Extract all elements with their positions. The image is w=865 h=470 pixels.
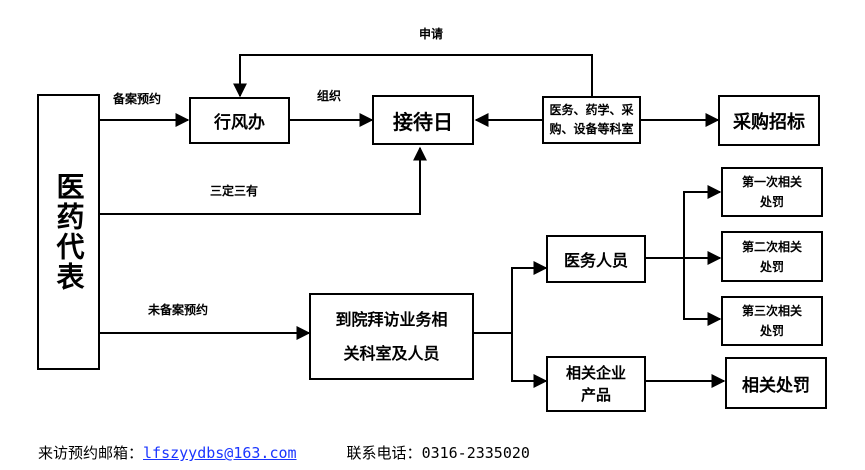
node-second-line2: 处罚 [759,259,784,274]
email-link[interactable]: lfszyydbs@163.com [143,444,297,462]
contact-footer: 来访预约邮箱：lfszyydbs@163.com 联系电话：0316-233502… [38,442,530,463]
node-depts: 医务、药学、采 购、设备等科室 [542,96,641,144]
node-first-penalty: 第一次相关 处罚 [721,167,823,217]
node-depts-line2: 购、设备等科室 [549,122,634,136]
node-yiwu: 医务人员 [546,235,646,283]
node-second-penalty: 第二次相关 处罚 [721,231,823,282]
node-product-line2: 产品 [580,386,611,404]
node-jiedai: 接待日 [372,95,474,145]
node-depts-line1: 医务、药学、采 [549,103,634,117]
node-third-line2: 处罚 [759,324,784,338]
node-product-line1: 相关企业 [565,364,626,382]
phone-label: 联系电话： [346,444,422,462]
node-third-line1: 第三次相关 [741,304,802,318]
arrow-rep-to-jiedai [100,146,427,215]
phone-number: 0316-2335020 [421,444,530,462]
node-rep: 医药代表 [37,94,100,370]
arrow-visit-to-yiwu [474,261,548,334]
arrow-yiwu-to-third [683,258,722,326]
arrow-yiwu-to-first [683,185,722,258]
node-penalty: 相关处罚 [725,357,827,409]
label-apply: 申请 [419,27,444,41]
node-first-line1: 第一次相关 [741,175,802,189]
node-visit-line2: 关科室及人员 [343,343,440,363]
email-label: 来访预约邮箱： [38,444,144,462]
node-second-line1: 第二次相关 [741,239,802,254]
label-unregistered: 未备案预约 [148,303,209,317]
node-product: 相关企业 产品 [546,356,646,412]
label-organize: 组织 [317,89,342,103]
node-xingfeng: 行风办 [189,97,290,144]
node-visit-line1: 到院拜访业务相 [335,309,448,329]
node-third-penalty: 第三次相关 处罚 [721,296,823,346]
node-visit: 到院拜访业务相 关科室及人员 [309,293,474,380]
node-caigou: 采购招标 [718,95,820,146]
label-three: 三定三有 [210,184,259,198]
label-registered: 备案预约 [113,92,162,106]
node-first-line2: 处罚 [759,195,784,209]
arrow-apply-loop [233,54,593,98]
arrow-visit-to-product [511,333,548,388]
